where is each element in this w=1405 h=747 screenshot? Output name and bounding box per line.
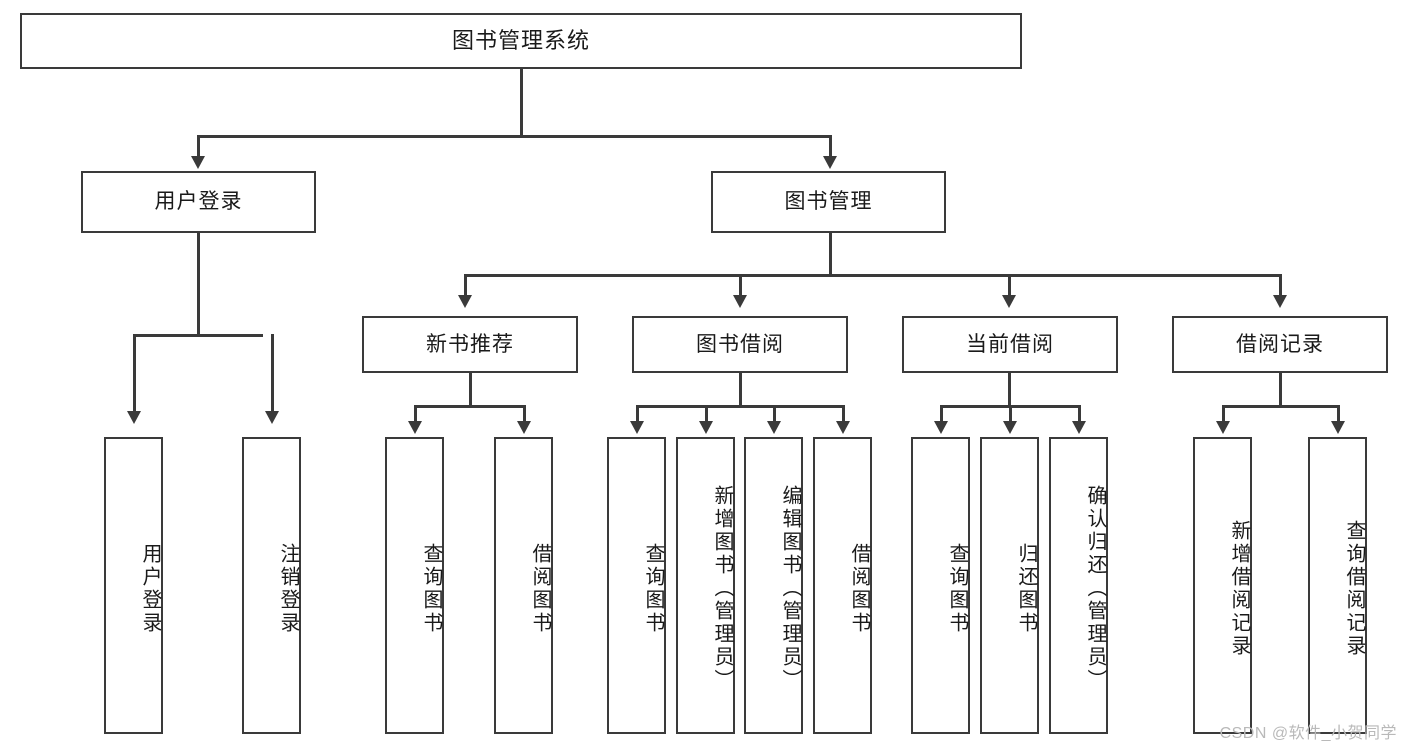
leaf-book-borrow-edit[interactable]: 编辑图书（管理员） [744, 437, 803, 734]
leaf-user-login-login[interactable]: 用户登录 [104, 437, 163, 734]
node-user-login[interactable]: 用户登录 [81, 171, 316, 233]
arrow-user-login-leaf-1 [127, 411, 141, 424]
connector-root-to-user-login [197, 135, 200, 158]
arrow-root-to-user-login [191, 156, 205, 169]
connector-new-book-drop-1 [414, 405, 417, 423]
arrow-user-login-leaf-2 [265, 411, 279, 424]
leaf-label: 借阅图书 [848, 542, 870, 635]
connector-borrow-record-trunk [1279, 373, 1282, 407]
arrow-book-manage-to-current-borrow [1002, 295, 1016, 308]
leaf-label: 确认归还（管理员） [1084, 485, 1106, 692]
leaf-user-login-logout[interactable]: 注销登录 [242, 437, 301, 734]
leaf-label: 注销登录 [277, 542, 299, 635]
connector-book-manage-bar [464, 274, 1281, 277]
connector-book-manage-drop-4 [1279, 274, 1282, 297]
connector-root-bar [197, 135, 831, 138]
connector-book-manage-drop-2 [739, 274, 742, 297]
node-book-borrow[interactable]: 图书借阅 [632, 316, 848, 373]
arrow-new-book-leaf-1 [408, 421, 422, 434]
node-root-system[interactable]: 图书管理系统 [20, 13, 1022, 69]
connector-book-borrow-drop-3 [773, 405, 776, 423]
connector-borrow-record-bar [1222, 405, 1339, 408]
connector-root-to-book-manage [829, 135, 832, 158]
arrow-book-borrow-leaf-3 [767, 421, 781, 434]
arrow-root-to-book-manage [823, 156, 837, 169]
arrow-book-borrow-leaf-4 [836, 421, 850, 434]
connector-current-borrow-drop-3 [1078, 405, 1081, 423]
connector-root-trunk [520, 69, 523, 136]
connector-current-borrow-drop-2 [1009, 405, 1012, 423]
leaf-label: 查询图书 [946, 542, 968, 635]
connector-new-book-trunk [469, 373, 472, 407]
node-new-book[interactable]: 新书推荐 [362, 316, 578, 373]
leaf-borrow-record-query[interactable]: 查询借阅记录 [1308, 437, 1367, 734]
leaf-label: 新增图书（管理员） [711, 485, 733, 692]
node-borrow-record[interactable]: 借阅记录 [1172, 316, 1388, 373]
connector-borrow-record-drop-1 [1222, 405, 1225, 423]
arrow-current-borrow-leaf-1 [934, 421, 948, 434]
leaf-label: 查询图书 [642, 542, 664, 635]
arrow-book-manage-to-borrow-record [1273, 295, 1287, 308]
arrow-borrow-record-leaf-1 [1216, 421, 1230, 434]
connector-new-book-drop-2 [523, 405, 526, 423]
leaf-label: 借阅图书 [529, 542, 551, 635]
arrow-book-borrow-leaf-2 [699, 421, 713, 434]
connector-new-book-bar [414, 405, 525, 408]
leaf-current-borrow-query[interactable]: 查询图书 [911, 437, 970, 734]
leaf-book-borrow-borrow[interactable]: 借阅图书 [813, 437, 872, 734]
leaf-current-borrow-confirm[interactable]: 确认归还（管理员） [1049, 437, 1108, 734]
connector-book-manage-trunk [829, 233, 832, 276]
connector-book-borrow-drop-1 [636, 405, 639, 423]
connector-user-login-trunk [197, 233, 200, 336]
leaf-label: 查询借阅记录 [1343, 519, 1365, 658]
connector-user-login-drop-2 [271, 334, 274, 413]
arrow-current-borrow-leaf-3 [1072, 421, 1086, 434]
connector-book-manage-drop-1 [464, 274, 467, 297]
connector-book-borrow-bar [636, 405, 844, 408]
connector-user-login-bar [133, 334, 263, 337]
arrow-current-borrow-leaf-2 [1003, 421, 1017, 434]
arrow-book-manage-to-book-borrow [733, 295, 747, 308]
connector-book-borrow-drop-2 [705, 405, 708, 423]
arrow-new-book-leaf-2 [517, 421, 531, 434]
arrow-book-borrow-leaf-1 [630, 421, 644, 434]
connector-user-login-drop-1 [133, 334, 136, 413]
connector-current-borrow-trunk [1008, 373, 1011, 407]
node-book-manage[interactable]: 图书管理 [711, 171, 946, 233]
leaf-label: 归还图书 [1015, 542, 1037, 635]
leaf-new-book-query[interactable]: 查询图书 [385, 437, 444, 734]
leaf-label: 查询图书 [420, 542, 442, 635]
leaf-new-book-borrow[interactable]: 借阅图书 [494, 437, 553, 734]
leaf-label: 用户登录 [139, 542, 161, 635]
connector-borrow-record-drop-2 [1337, 405, 1340, 423]
connector-book-borrow-trunk [739, 373, 742, 407]
connector-book-borrow-drop-4 [842, 405, 845, 423]
arrow-book-manage-to-new-book [458, 295, 472, 308]
node-current-borrow[interactable]: 当前借阅 [902, 316, 1118, 373]
leaf-current-borrow-return[interactable]: 归还图书 [980, 437, 1039, 734]
connector-book-manage-drop-3 [1008, 274, 1011, 297]
leaf-book-borrow-query[interactable]: 查询图书 [607, 437, 666, 734]
arrow-borrow-record-leaf-2 [1331, 421, 1345, 434]
leaf-book-borrow-add[interactable]: 新增图书（管理员） [676, 437, 735, 734]
leaf-borrow-record-add[interactable]: 新增借阅记录 [1193, 437, 1252, 734]
connector-current-borrow-drop-1 [940, 405, 943, 423]
leaf-label: 新增借阅记录 [1228, 519, 1250, 658]
leaf-label: 编辑图书（管理员） [779, 485, 801, 692]
